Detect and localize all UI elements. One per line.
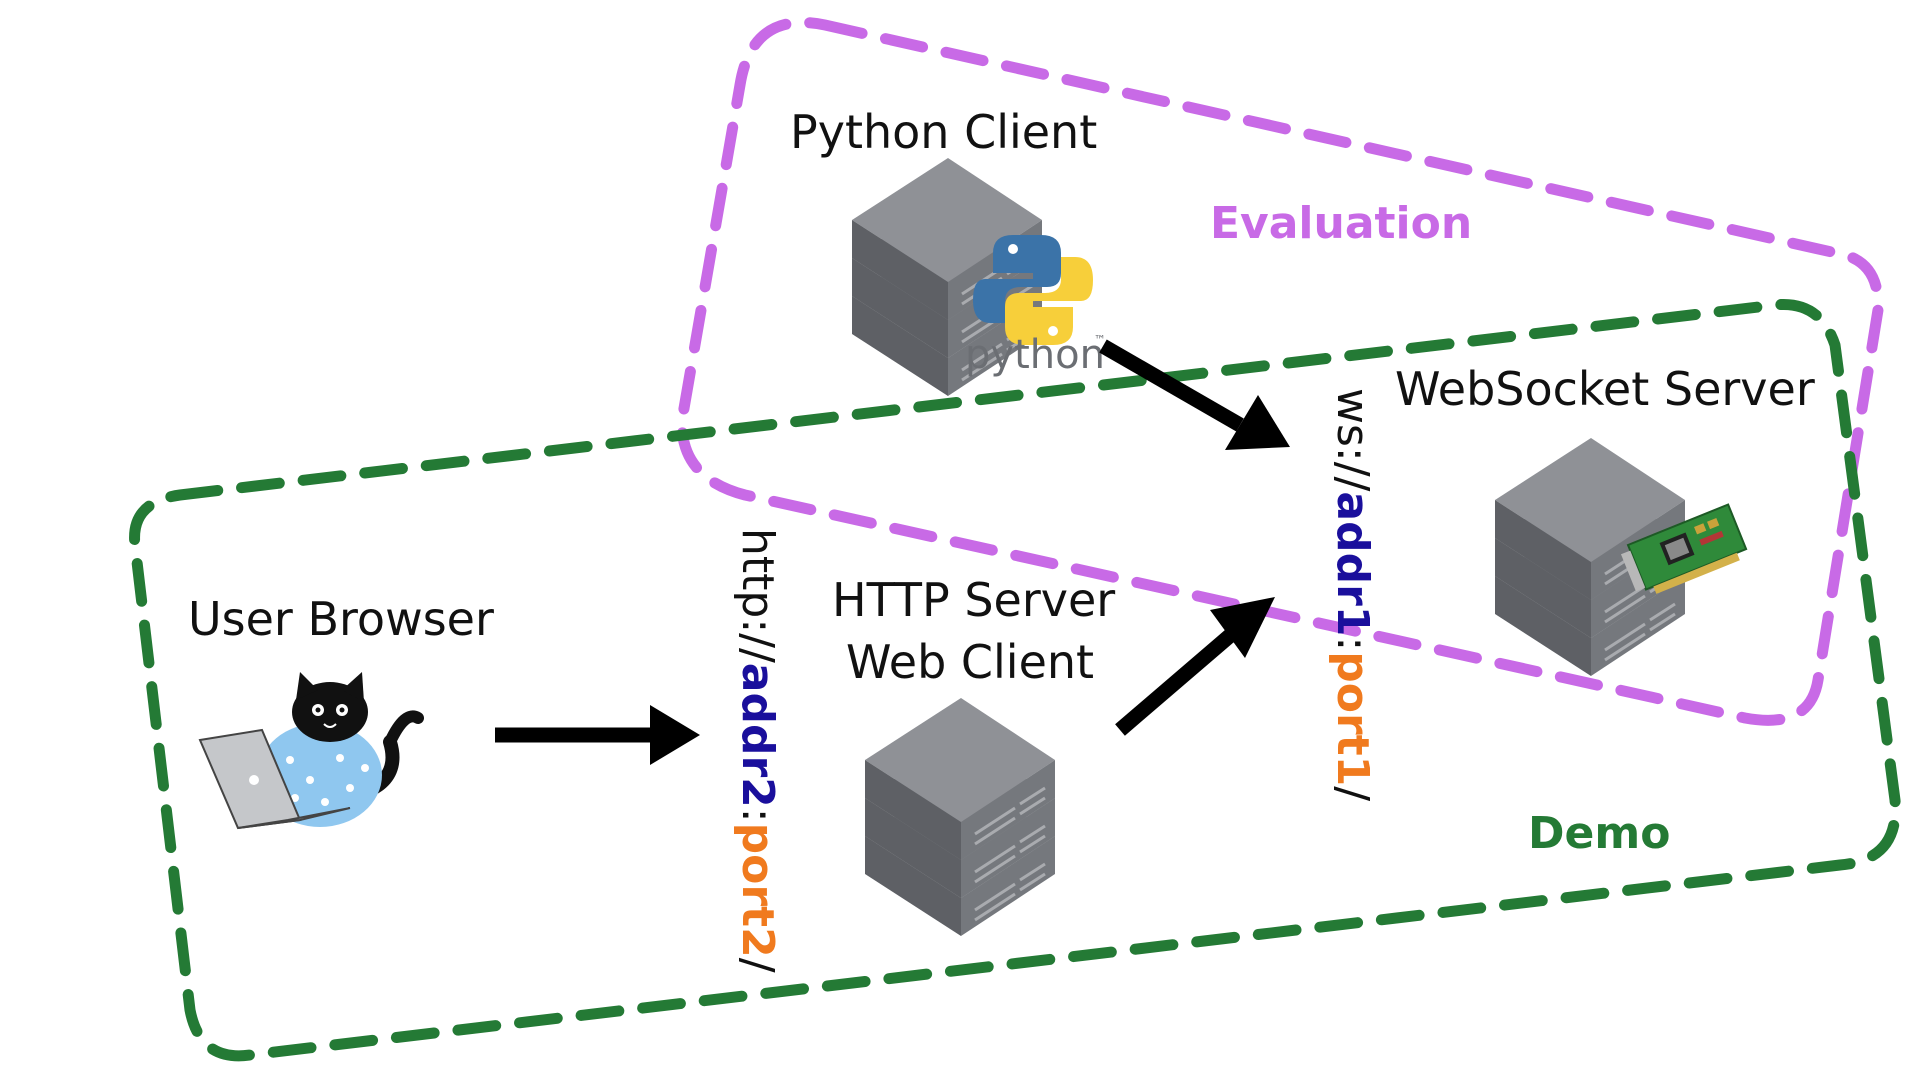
- arrow-http-to-websocket: [1115, 597, 1275, 736]
- evaluation-dashed-outline: [676, 17, 1884, 726]
- ws-url-label: ws://addr1:port1/: [1327, 388, 1378, 801]
- python-logo-text: python: [965, 332, 1105, 378]
- cat-with-laptop-icon: [198, 672, 424, 830]
- http-slash: /: [732, 958, 783, 973]
- python-logo-trademark: ™: [1094, 333, 1106, 347]
- ws-slash: /: [1327, 786, 1378, 801]
- gpu-card-icon: [1620, 503, 1748, 594]
- demo-label: Demo: [1528, 808, 1670, 859]
- arrow-python-to-websocket: [1099, 339, 1290, 450]
- http-server-icon: [865, 698, 1055, 936]
- http-port: port2: [732, 823, 783, 958]
- demo-dashed-outline: [129, 299, 1901, 1062]
- demo-boundary: [129, 299, 1901, 1062]
- web-client-label: Web Client: [846, 635, 1094, 689]
- ws-scheme: ws://: [1327, 388, 1378, 492]
- http-server-label: HTTP Server: [832, 573, 1115, 627]
- python-logo-icon: [973, 235, 1093, 345]
- svg-text:http://addr2:port2/: http://addr2:port2/: [732, 528, 783, 973]
- ws-sep: :: [1327, 636, 1378, 651]
- arrow-browser-to-http: [495, 705, 700, 765]
- evaluation-label: Evaluation: [1210, 198, 1472, 249]
- python-client-label: Python Client: [790, 105, 1097, 159]
- http-url-label: http://addr2:port2/: [732, 528, 783, 973]
- http-scheme: http://: [732, 528, 783, 663]
- websocket-server-label: WebSocket Server: [1395, 362, 1815, 416]
- ws-port: port1: [1327, 651, 1378, 786]
- evaluation-boundary: [676, 17, 1884, 726]
- http-sep: :: [732, 808, 783, 823]
- http-addr: addr2: [732, 663, 783, 808]
- ws-addr: addr1: [1327, 491, 1378, 636]
- user-browser-label: User Browser: [188, 592, 494, 646]
- svg-text:ws://addr1:port1/: ws://addr1:port1/: [1327, 388, 1378, 801]
